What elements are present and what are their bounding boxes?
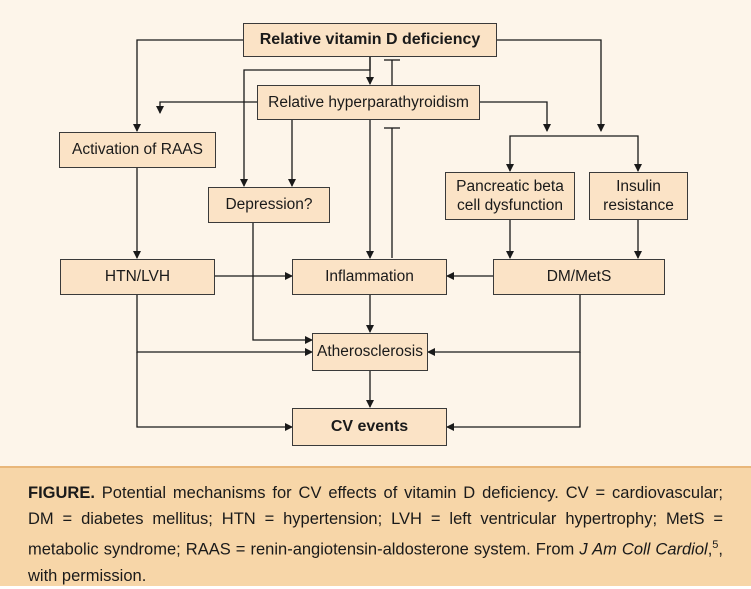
node-htn-lvh-label: HTN/LVH xyxy=(104,268,171,286)
edge-hpt-raas xyxy=(156,101,258,114)
node-dm-mets-label: DM/MetS xyxy=(546,268,612,286)
edge-dm-athero xyxy=(427,294,581,356)
node-cv-events-label: CV events xyxy=(330,418,409,435)
edge-dm-cv xyxy=(446,352,581,431)
caption-text: Potential mechanisms for CV effects of v… xyxy=(28,484,723,559)
caption-label: FIGURE. xyxy=(28,484,95,502)
caption-suffix: , with permission. xyxy=(28,540,723,585)
node-inflammation: Inflammation xyxy=(292,259,447,295)
edge-branch-insulin xyxy=(547,135,642,172)
node-depression: Depression? xyxy=(208,187,330,223)
edge-depression-athero xyxy=(252,222,313,344)
edge-htn-athero xyxy=(136,294,313,356)
node-pancreatic-beta-line2: cell dysfunction xyxy=(457,197,563,214)
node-hyperparathyroidism-label: Relative hyperparathyroidism xyxy=(268,93,469,111)
diagram-area: Relative vitamin D deficiency Relative h… xyxy=(59,23,688,446)
node-insulin-resistance: Insulin resistance xyxy=(589,172,688,220)
edge-hpt-branch xyxy=(480,101,551,132)
edge-vitd-depression xyxy=(240,56,371,187)
node-pancreatic-beta-line1: Pancreatic beta xyxy=(456,177,564,195)
node-hyperparathyroidism: Relative hyperparathyroidism xyxy=(257,85,480,120)
node-vitamin-d-deficiency-label: Relative vitamin D deficiency xyxy=(259,31,481,48)
figure-caption: FIGURE. Potential mechanisms for CV effe… xyxy=(0,466,751,586)
caption-journal: J Am Coll Cardiol xyxy=(579,540,708,559)
node-pancreatic-beta: Pancreatic beta cell dysfunction xyxy=(445,172,575,220)
node-htn-lvh: HTN/LVH xyxy=(60,259,215,295)
edge-htn-cv xyxy=(136,352,293,431)
node-dm-mets: DM/MetS xyxy=(493,259,665,295)
node-depression-label: Depression? xyxy=(225,196,313,214)
node-atherosclerosis-label: Atherosclerosis xyxy=(317,343,423,361)
node-activation-raas: Activation of RAAS xyxy=(59,132,216,168)
node-insulin-resistance-line1: Insulin xyxy=(616,177,661,195)
node-atherosclerosis: Atherosclerosis xyxy=(312,333,428,371)
node-vitamin-d-deficiency: Relative vitamin D deficiency xyxy=(243,23,497,57)
caption-reference: 5 xyxy=(712,539,719,551)
diagram-edges xyxy=(133,39,642,431)
node-activation-raas-label: Activation of RAAS xyxy=(72,141,203,159)
node-inflammation-label: Inflammation xyxy=(325,268,414,286)
edge-branch-pancreatic xyxy=(506,135,547,172)
node-cv-events: CV events xyxy=(292,408,447,446)
edge-vitd-insulin xyxy=(497,39,605,132)
edge-vitd-raas xyxy=(133,39,243,132)
node-insulin-resistance-line2: resistance xyxy=(603,197,674,214)
